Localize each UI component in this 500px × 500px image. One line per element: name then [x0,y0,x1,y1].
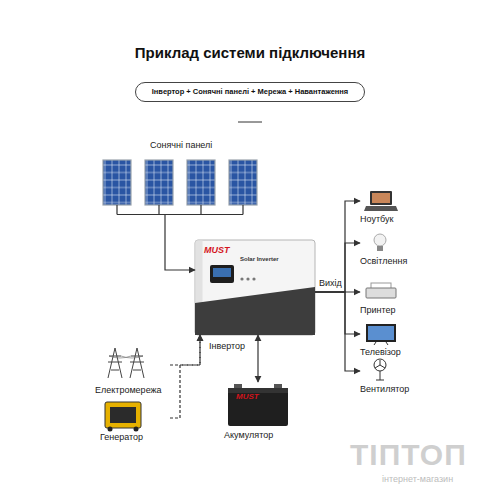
generator-wheel [134,427,139,432]
pylon [108,348,122,378]
laptop-display [372,193,390,203]
fan-guard [374,359,386,371]
fan-stand [376,371,384,380]
bulb-icon [374,234,386,251]
brand-logo: MUST [236,392,276,402]
watermark: інтернет-магазин [382,474,453,484]
solar-panel [187,160,215,205]
bulb-glass [374,234,386,246]
load-device: Ноутбук [360,190,440,226]
solar-panels [103,160,257,215]
printer-body [366,288,396,298]
power-line [109,356,143,358]
battery-terminal [234,384,242,388]
battery-body [228,388,288,426]
node-label: Акумулятор [224,430,304,441]
connector-line [315,292,360,334]
pylon [130,348,144,378]
connector-line [315,201,360,292]
solar-panel [145,160,173,205]
generator-engine [110,407,136,423]
subtitle-text: Інвертор + Сонячні панелі + Мережа + Нав… [136,87,364,96]
connector-line [165,215,195,270]
node-label: Сонячні панелі [150,140,255,151]
diagram-title: Приклад системи підключення [0,44,500,61]
tv-stand [374,342,388,345]
tv-icon [366,324,396,345]
solar-panel [103,160,131,205]
inverter-band [195,287,315,335]
edge-label: Вихід [319,278,342,288]
node-label: Електромережа [95,385,170,396]
printer-icon [366,283,396,298]
watermark: ТІПТОП [350,438,467,472]
node-label: Принтер [360,305,440,316]
node-label: Телевізор [360,347,440,358]
generator-wheel [108,427,113,432]
generator-frame [105,402,141,428]
connector-line [315,243,360,292]
power-grid-icon [108,348,144,378]
bulb-base [377,246,383,251]
laptop-icon [364,191,398,211]
connector-line [257,335,258,382]
generator-icon [105,402,141,432]
tv-screen [368,326,394,340]
solar-panel [229,160,257,205]
connector-line [170,335,200,365]
inverter-body [195,240,315,335]
node-label: Генератор [100,432,170,443]
laptop-screen [370,191,392,205]
battery-terminal [274,384,282,388]
power-source: Електромережа [95,345,170,397]
node-label: Освітлення [360,256,440,267]
solar-panel-group: Сонячні панелі [98,140,260,215]
load-device: Принтер [360,281,440,317]
divider-line [238,122,262,123]
battery-icon [228,384,288,426]
laptop-base [364,206,398,211]
inverter-box: MUSTSolar InverterІнвертор [195,240,315,335]
inverter-button [240,277,243,280]
power-source: Генератор [95,400,170,445]
inverter-button [252,277,255,280]
panel-wiring [117,205,243,215]
inverter-button [246,277,249,280]
load-device: Телевізор [360,323,440,359]
tv-frame [366,324,396,342]
connector-line [170,335,200,418]
inverter-display [213,268,231,277]
brand-logo: MUST [204,245,244,256]
inverter-drawing [195,240,315,335]
fan-icon [374,359,386,380]
node-label: Інвертор [209,341,269,352]
battery-box: MUSTАкумулятор [222,382,294,444]
load-device: Освітлення [360,232,440,268]
load-device: Вентилятор [360,360,440,396]
node-label: Ноутбук [360,214,440,225]
connector-line [315,292,360,371]
fan-blades [375,360,385,368]
inverter-display-frame [210,265,234,283]
node-label: Вентилятор [360,384,440,395]
device-caption: Solar Inverter [240,256,312,263]
subtitle-pill: Інвертор + Сонячні панелі + Мережа + Нав… [135,82,365,102]
